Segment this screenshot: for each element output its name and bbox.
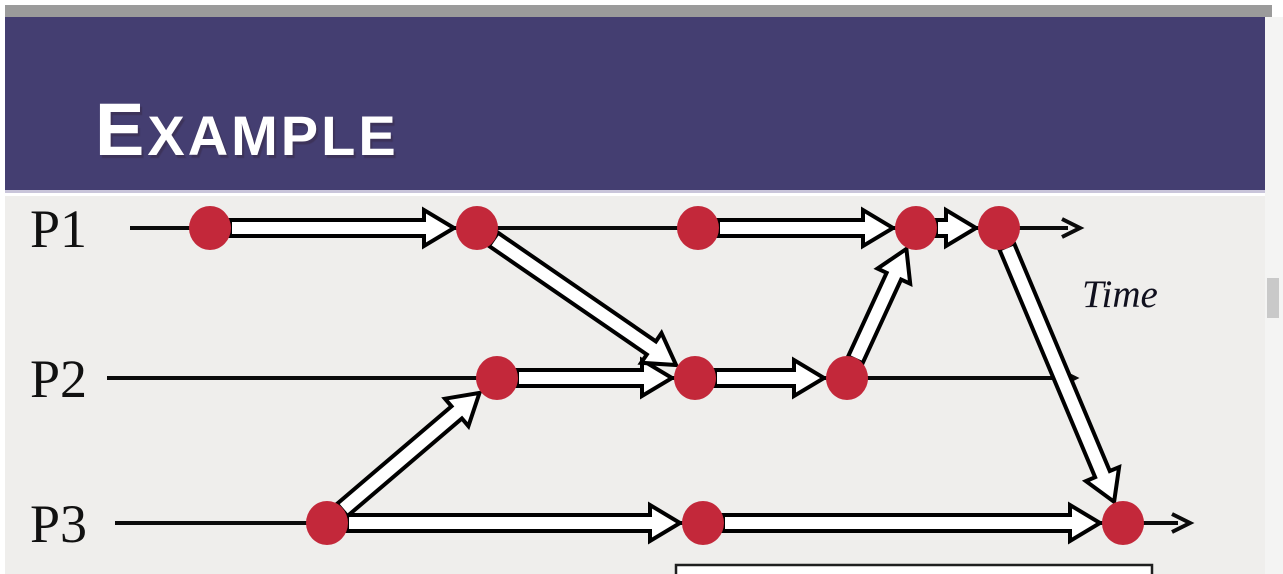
message-arrow xyxy=(334,390,483,519)
message-arrow xyxy=(716,206,897,250)
message-arrow xyxy=(515,356,676,400)
message-arrow xyxy=(228,206,458,250)
event-dot xyxy=(306,501,348,545)
time-label: Time xyxy=(1082,273,1158,316)
event-dot xyxy=(1102,501,1144,545)
message-arrow xyxy=(996,240,1122,506)
event-dot xyxy=(978,206,1020,250)
message-arrow xyxy=(845,245,913,366)
process-label-p3: P3 xyxy=(30,494,87,554)
event-dot xyxy=(677,206,719,250)
timeline-arrowhead xyxy=(1171,512,1195,534)
event-dot xyxy=(674,356,716,400)
process-label-p1: P1 xyxy=(30,199,87,259)
message-arrow xyxy=(345,501,684,545)
slide-header: EXAMPLE xyxy=(5,17,1265,193)
partial-textbox xyxy=(674,563,1154,574)
event-dot xyxy=(895,206,937,250)
message-arrow xyxy=(934,206,980,250)
message-arrow xyxy=(486,229,680,368)
event-dot xyxy=(456,206,498,250)
event-dot xyxy=(826,356,868,400)
message-arrow xyxy=(713,356,828,400)
scrollbar-thumb[interactable] xyxy=(1267,278,1279,318)
message-arrow xyxy=(721,501,1104,545)
timeline-arrowhead xyxy=(1061,217,1085,239)
window-top-strip xyxy=(5,5,1272,17)
slide-title: EXAMPLE xyxy=(95,88,399,171)
event-dot xyxy=(189,206,231,250)
process-label-p2: P2 xyxy=(30,349,87,409)
event-dot xyxy=(476,356,518,400)
event-dot xyxy=(682,501,724,545)
